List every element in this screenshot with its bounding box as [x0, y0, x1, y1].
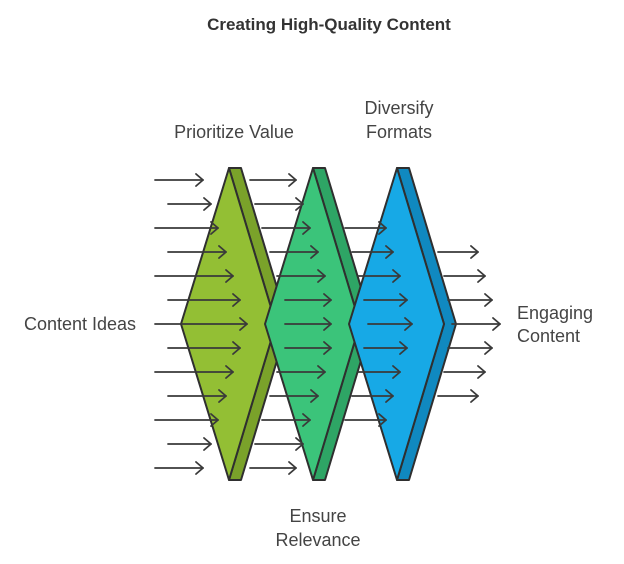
flow-arrow: [154, 461, 204, 475]
flow-arrow: [363, 293, 408, 307]
flow-arrow: [167, 197, 212, 211]
flow-arrow: [276, 269, 326, 283]
flow-arrow: [344, 413, 387, 427]
flow-arrow: [154, 221, 219, 235]
filter-label-diversify-line-2: Formats: [366, 122, 432, 142]
flow-arrow: [351, 245, 394, 259]
flow-arrow: [344, 221, 387, 235]
flow-arrow: [351, 389, 394, 403]
flow-arrow: [437, 245, 479, 259]
flow-arrow: [437, 389, 479, 403]
filter-label-prioritize-value: Prioritize Value: [174, 122, 294, 142]
flow-arrow: [443, 365, 486, 379]
flow-arrow: [154, 413, 219, 427]
flow-arrow: [254, 197, 304, 211]
flow-arrow: [167, 389, 227, 403]
flow-arrow: [167, 293, 241, 307]
flow-arrow: [284, 293, 332, 307]
flow-arrows-overlay: [154, 173, 501, 475]
flow-arrow: [249, 173, 297, 187]
flow-arrow: [154, 269, 234, 283]
flow-arrow: [276, 365, 326, 379]
flow-arrow: [447, 293, 493, 307]
flow-arrow: [154, 317, 248, 331]
flow-arrow: [167, 245, 227, 259]
input-label: Content Ideas: [24, 314, 136, 334]
filter-label-diversify-line-1: Diversify: [364, 98, 433, 118]
flow-arrow: [261, 413, 311, 427]
flow-arrow: [154, 173, 204, 187]
flow-arrow: [167, 437, 212, 451]
output-label-line-2: Content: [517, 326, 580, 346]
flow-arrow: [357, 365, 401, 379]
flow-arrow: [261, 221, 311, 235]
flow-arrow: [363, 341, 408, 355]
flow-arrow: [269, 389, 319, 403]
flow-arrow: [284, 317, 332, 331]
flow-arrow: [284, 341, 332, 355]
flow-arrow: [357, 269, 401, 283]
flow-arrow: [443, 269, 486, 283]
output-label-line-1: Engaging: [517, 303, 593, 323]
filter-label-ensure-line-1: Ensure: [289, 506, 346, 526]
flow-arrow: [367, 317, 413, 331]
flow-arrow: [249, 461, 297, 475]
diagram-title: Creating High-Quality Content: [207, 15, 451, 34]
flow-arrow: [447, 341, 493, 355]
flow-arrow: [167, 341, 241, 355]
flow-arrow: [154, 365, 234, 379]
flow-arrow: [254, 437, 304, 451]
filter-label-ensure-line-2: Relevance: [275, 530, 360, 550]
flow-arrow: [451, 317, 501, 331]
flow-arrow: [269, 245, 319, 259]
